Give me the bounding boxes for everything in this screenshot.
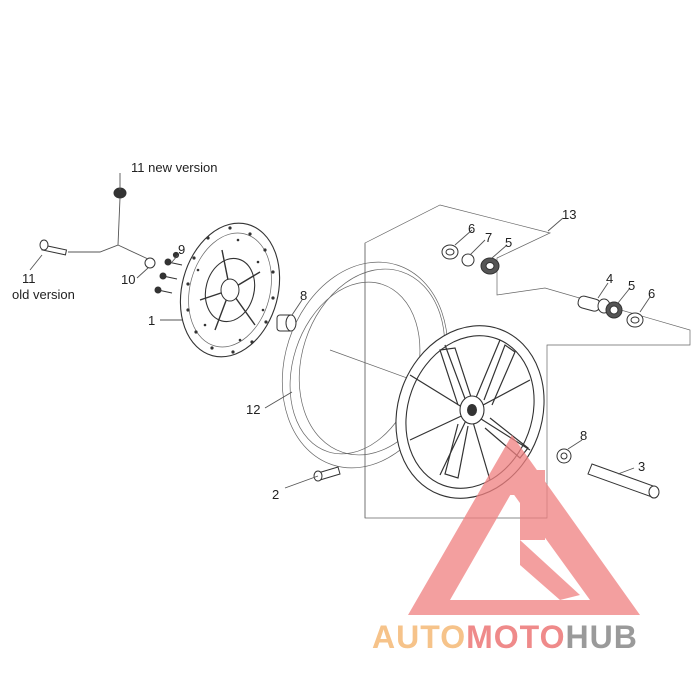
watermark-logo [408,435,640,615]
spacer-right [556,448,572,464]
watermark-auto: AUTO [372,619,466,655]
callout-5-top: 5 [505,235,512,250]
axle-bolt [313,466,341,482]
wheel-axle [587,463,660,499]
callout-11-old-text: old version [12,287,75,302]
disc-bolts [154,251,183,294]
svg-text:AUTOMOTOHUB: AUTOMOTOHUB [372,619,638,655]
right-bearing-set [577,295,644,328]
callout-5-right: 5 [628,278,635,293]
callout-6-right: 6 [648,286,655,301]
watermark-hub: HUB [565,619,637,655]
callout-2: 2 [272,487,279,502]
watermark-text: AUTOMOTOHUB [372,619,638,655]
callout-9: 9 [178,242,185,257]
callout-1: 1 [148,313,155,328]
callout-13: 13 [562,207,576,222]
callout-12: 12 [246,402,260,417]
top-bearing-set [441,244,500,275]
callout-4: 4 [606,271,613,286]
callout-3: 3 [638,459,645,474]
callout-11-old-number: 11 [22,271,36,286]
hardware-parts [39,187,660,499]
callout-8-left: 8 [300,288,307,303]
leader-lines [29,173,651,489]
callout-8-right: 8 [580,428,587,443]
callout-10: 10 [121,272,135,287]
bolt-old-version [39,239,68,256]
callout-7: 7 [485,230,492,245]
watermark-moto: MOTO [466,619,565,655]
spacer-left [276,314,297,332]
brake-disc [179,222,281,358]
callout-labels: 11 new version 11 old version 9 10 1 8 1… [12,160,655,502]
callout-11-new: 11 new version [131,160,217,175]
callout-6-top: 6 [468,221,475,236]
